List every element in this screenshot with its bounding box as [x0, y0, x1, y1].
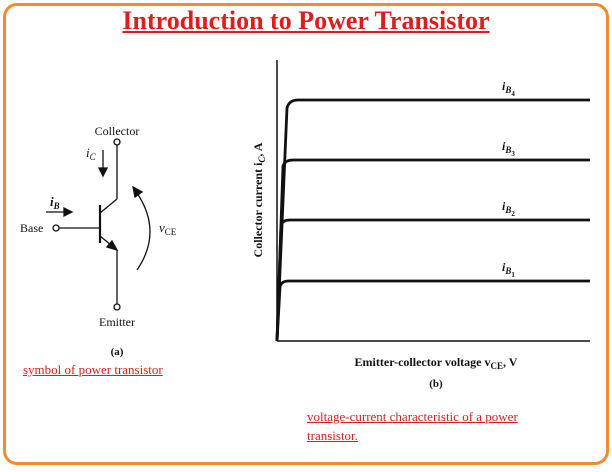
curve-label-ib2: iB2 — [502, 199, 515, 218]
symbol-caption: symbol of power transistor — [23, 362, 163, 377]
ic-label: iC — [86, 145, 97, 162]
page-title: Introduction to Power Transistor — [122, 6, 490, 35]
transistor-symbol — [46, 138, 151, 311]
curve-ib4 — [275, 98, 590, 342]
characteristic-caption-line2: transistor. — [307, 428, 358, 443]
panel-a-label: (a) — [111, 346, 124, 358]
curve-label-ib1: iB1 — [502, 260, 515, 279]
panel-b-label: (b) — [429, 378, 443, 390]
collector-diagonal — [99, 198, 118, 214]
vce-label: vCE — [159, 220, 177, 237]
ib-label: iB — [50, 194, 60, 211]
curve-ib2 — [275, 218, 590, 342]
y-axis-label: Collector current iC, A — [251, 142, 267, 257]
curve-label-ib3: iB3 — [502, 139, 515, 158]
page-frame — [3, 3, 609, 465]
emitter-terminal — [113, 303, 121, 311]
curve-ib3 — [275, 158, 590, 342]
characteristic-plot — [275, 60, 590, 342]
ic-arrow-head — [97, 167, 109, 178]
curve-ib1 — [275, 279, 590, 342]
characteristic-caption-line1: voltage-current characteristic of a powe… — [307, 409, 518, 424]
ib-arrow-head — [63, 206, 74, 218]
curve-label-ib4: iB4 — [502, 79, 515, 98]
emitter-label: Emitter — [99, 315, 135, 329]
collector-terminal — [113, 138, 121, 146]
vce-arc — [136, 192, 151, 271]
base-label: Base — [20, 221, 43, 235]
collector-label: Collector — [95, 124, 140, 138]
emitter-arrow — [105, 239, 119, 252]
x-axis-label: Emitter-collector voltage vCE, V — [355, 355, 518, 371]
vce-arc-arrow — [132, 185, 144, 199]
base-terminal — [52, 224, 60, 232]
